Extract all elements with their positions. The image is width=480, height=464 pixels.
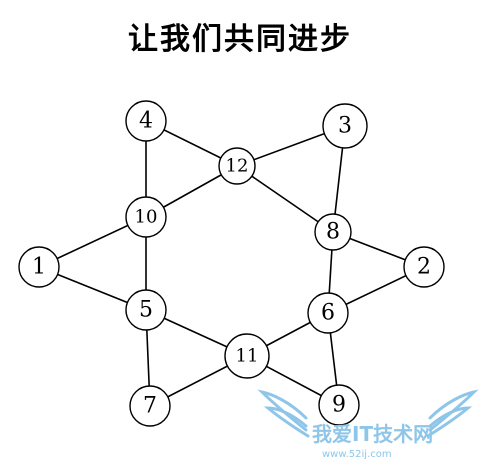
node-label: 5 (139, 298, 153, 323)
node-circle (403, 246, 445, 288)
wings-logo-icon (257, 389, 479, 438)
node-label: 10 (135, 207, 158, 228)
watermark-text: 我爱IT技术网 (312, 422, 433, 446)
node-label: 1 (32, 255, 46, 280)
node-5: 5 (125, 289, 167, 331)
node-10: 10 (125, 196, 167, 238)
edge-8-12 (236, 165, 334, 233)
node-circle (314, 213, 352, 251)
watermark-url: www.52ij.com (322, 449, 392, 460)
node-circle (307, 292, 349, 334)
node-label: 4 (139, 109, 153, 134)
node-circle (129, 385, 171, 427)
node-7: 7 (129, 385, 171, 427)
node-12: 12 (218, 147, 256, 185)
node-4: 4 (125, 100, 167, 142)
node-6: 6 (307, 292, 349, 334)
watermark: 我爱IT技术网 www.52ij.com (257, 389, 479, 460)
node-8: 8 (314, 213, 352, 251)
diagram-title: 让我们共同进步 (128, 22, 352, 57)
node-circle (224, 333, 270, 379)
node-label: 9 (332, 393, 346, 418)
node-label: 8 (326, 220, 340, 245)
node-label: 3 (338, 114, 352, 139)
node-label: 11 (236, 346, 259, 367)
node-circle (322, 103, 368, 149)
node-circle (218, 147, 256, 185)
node-label: 2 (417, 255, 431, 280)
node-label: 7 (143, 394, 157, 419)
node-1: 1 (18, 246, 60, 288)
node-circle (125, 100, 167, 142)
node-label: 6 (321, 301, 335, 326)
node-circle (125, 289, 167, 331)
node-2: 2 (403, 246, 445, 288)
node-circle (18, 246, 60, 288)
node-circle (125, 196, 167, 238)
node-label: 12 (226, 156, 249, 177)
node-circle (318, 384, 360, 426)
node-11: 11 (224, 333, 270, 379)
node-9: 9 (318, 384, 360, 426)
node-3: 3 (322, 103, 368, 149)
